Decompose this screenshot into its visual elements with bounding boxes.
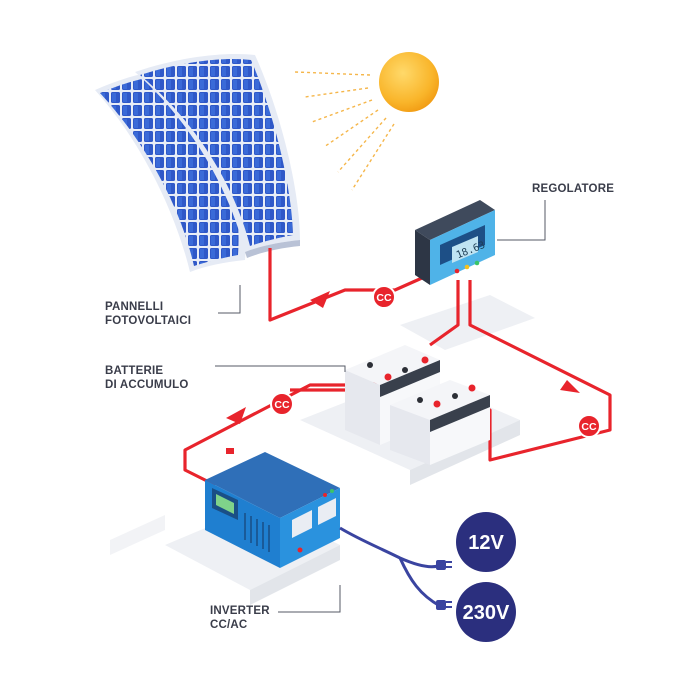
voltage-badge-230v: 230V [456, 582, 516, 642]
plug-icon [436, 560, 452, 610]
wire-battery-inverter-2 [290, 388, 352, 400]
sun-icon [379, 52, 439, 112]
label-inverter-line1: INVERTER [210, 605, 270, 617]
cc-badge-battery-inverter: CC [270, 392, 294, 416]
label-batteries-line2: DI ACCUMULO [105, 379, 189, 391]
svg-text:12V: 12V [468, 532, 504, 554]
svg-text:230V: 230V [463, 602, 510, 624]
inverter [205, 448, 340, 568]
svg-text:CC: CC [274, 399, 290, 411]
svg-text:CC: CC [581, 421, 597, 433]
flow-arrows [226, 291, 580, 424]
charge-regulator: 18.63 [415, 200, 495, 285]
label-batteries-line1: BATTERIE [105, 365, 163, 377]
wire-regulator-battery-pos [429, 280, 460, 347]
solar-panels [95, 53, 300, 273]
cc-badge-regulator-battery: CC [577, 414, 601, 438]
voltage-badge-12v: 12V [456, 512, 516, 572]
svg-text:CC: CC [376, 292, 392, 304]
label-regulator: REGOLATORE [532, 183, 614, 195]
label-leaders [215, 200, 546, 613]
label-inverter-line2: CC/AC [210, 619, 247, 631]
wire-panel-regulator [268, 248, 441, 322]
cc-badge-panel-regulator: CC [372, 285, 396, 309]
batteries [345, 345, 490, 465]
label-panels-line2: FOTOVOLTAICI [105, 315, 191, 327]
output-cable [339, 526, 441, 608]
sun-rays [294, 71, 395, 191]
label-panels-line1: PANNELLI [105, 301, 163, 313]
